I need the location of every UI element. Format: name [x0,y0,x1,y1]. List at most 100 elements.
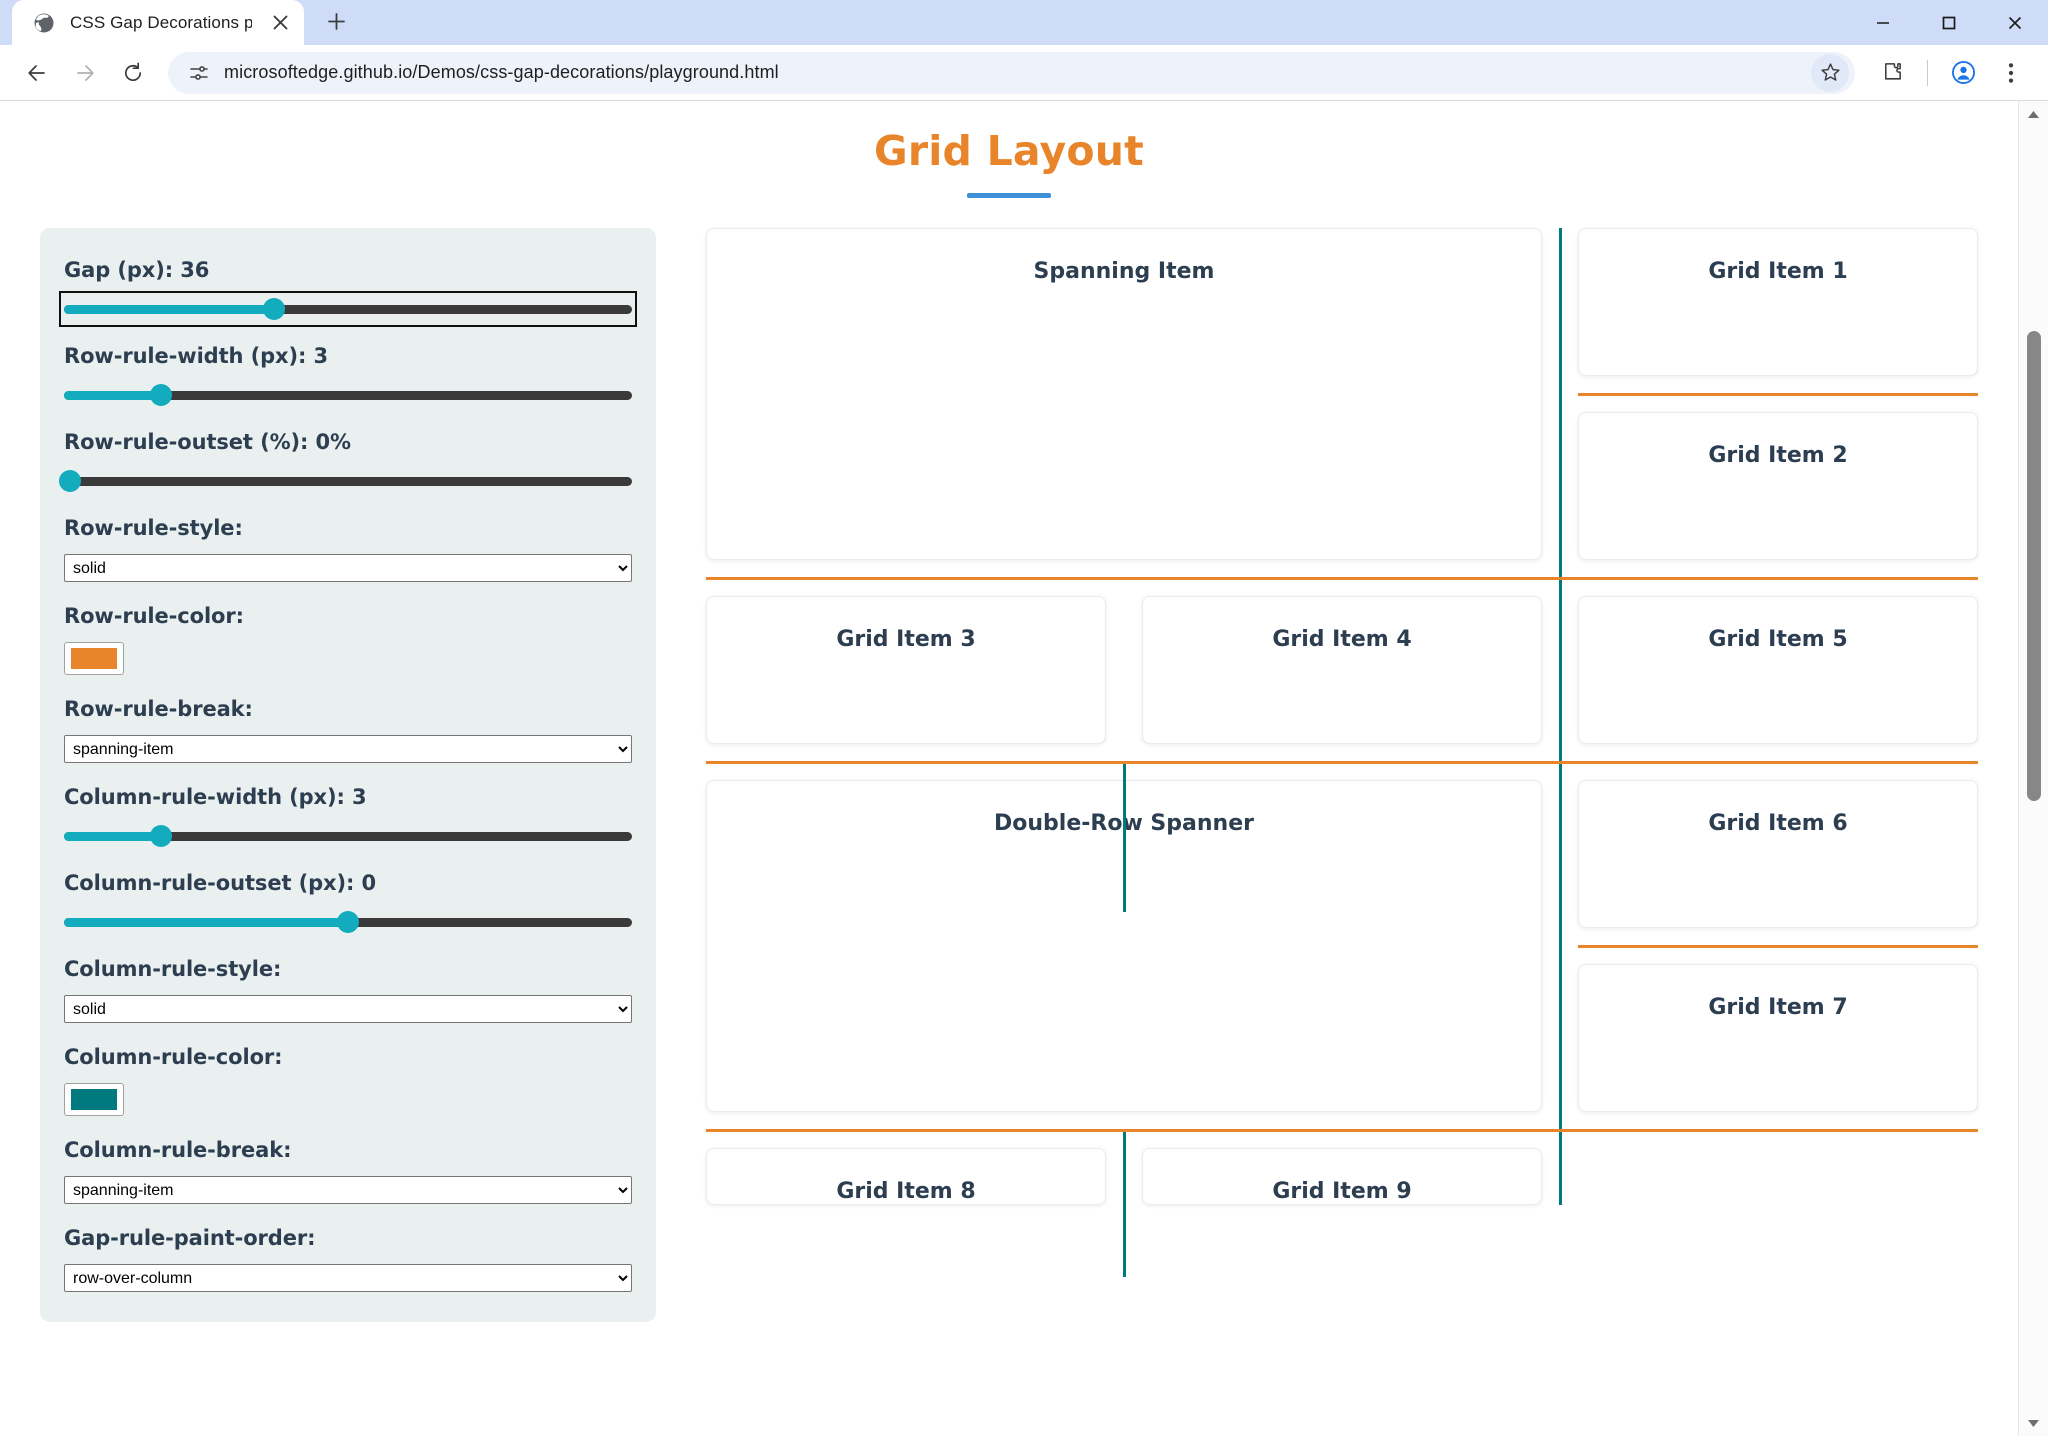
slider-row-rule-width[interactable] [64,382,632,408]
color-picker-row-rule-color[interactable] [64,642,124,675]
row-rule-segment [706,1128,1978,1132]
color-picker-column-rule-color[interactable] [64,1083,124,1116]
grid-item-label: Spanning Item [1033,259,1215,284]
address-bar[interactable]: microsoftedge.github.io/Demos/css-gap-de… [168,51,1855,94]
browser-tab-active[interactable]: CSS Gap Decorations playground [12,0,304,45]
page-title: Grid Layout [874,127,1144,175]
scrollbar-thumb[interactable] [2027,331,2041,801]
slider-thumb[interactable] [337,911,359,933]
page-content: Grid Layout Gap (px): 36 Row-rule-width (… [0,101,2018,1436]
control-column-rule-outset: Column-rule-outset (px): 0 [64,871,632,935]
control-row-rule-break: Row-rule-break: nonespanning-itemintersec… [64,697,632,763]
browser-titlebar: CSS Gap Decorations playground [0,0,2048,45]
control-label-column-rule-outset: Column-rule-outset (px): 0 [64,871,377,895]
grid-item-label: Grid Item 9 [1272,1179,1412,1204]
control-row-rule-width: Row-rule-width (px): 3 [64,344,632,408]
control-label-column-rule-color: Column-rule-color: [64,1045,283,1069]
slider-thumb[interactable] [58,470,81,492]
bookmark-star-icon[interactable] [1811,53,1849,92]
demo-grid: Spanning Item Grid Item 1 Grid Item 2 Grid … [706,228,1978,1277]
control-label-row-rule-color: Row-rule-color: [64,604,244,628]
row-rule-segment [1578,392,1978,396]
page-scrollbar[interactable] [2018,101,2048,1436]
slider-row-rule-outset[interactable] [58,468,632,494]
profile-avatar-icon[interactable] [1940,50,1986,96]
tab-title: CSS Gap Decorations playground [70,12,252,32]
new-tab-button[interactable] [314,0,358,43]
grid-item: Grid Item 5 [1578,596,1978,744]
control-row-rule-color: Row-rule-color: [64,604,632,675]
grid-item: Grid Item 2 [1578,412,1978,560]
tune-site-settings-icon[interactable] [184,58,214,88]
control-label-row-rule-break: Row-rule-break: [64,697,253,721]
maximize-icon[interactable] [1916,0,1982,45]
select-gap-rule-paint-order[interactable]: row-over-columncolumn-over-row [64,1264,632,1292]
select-column-rule-style[interactable]: nonesoliddasheddotteddoublegrooveridgein… [64,995,632,1023]
grid-item: Grid Item 7 [1578,964,1978,1112]
extensions-puzzle-icon[interactable] [1869,50,1915,96]
column-rule-segment [1558,228,1562,1205]
slider-fill [64,917,348,927]
control-column-rule-style: Column-rule-style: nonesoliddasheddottedd… [64,957,632,1023]
control-gap: Gap (px): 36 [59,258,637,327]
control-label-row-rule-outset: Row-rule-outset (%): 0% [64,430,351,454]
window-close-icon[interactable] [1982,0,2048,45]
control-label-column-rule-break: Column-rule-break: [64,1138,292,1162]
grid-item: Spanning Item [706,228,1542,560]
grid-item: Grid Item 1 [1578,228,1978,376]
select-row-rule-break[interactable]: nonespanning-itemintersection [64,735,632,763]
controls-panel: Gap (px): 36 Row-rule-width (px): 3 Row-ru… [40,228,656,1322]
slider-column-rule-outset[interactable] [64,909,632,935]
grid-item-label: Grid Item 2 [1708,443,1848,468]
grid-item-label: Double-Row Spanner [994,811,1254,836]
globe-icon [32,11,56,35]
control-label-column-rule-width: Column-rule-width (px): 3 [64,785,367,809]
slider-column-rule-width[interactable] [64,823,632,849]
slider-fill [64,831,161,841]
grid-demo-area: Spanning Item Grid Item 1 Grid Item 2 Grid … [706,228,1978,1277]
reload-icon[interactable] [110,50,156,96]
row-rule-segment [706,760,1978,764]
grid-item: Grid Item 9 [1142,1148,1542,1205]
grid-item-label: Grid Item 6 [1708,811,1848,836]
slider-fill [64,304,275,314]
title-underline [967,193,1051,198]
grid-item: Grid Item 4 [1142,596,1542,744]
select-column-rule-break[interactable]: nonespanning-itemintersection [64,1176,632,1204]
close-icon[interactable] [266,9,294,37]
url-text: microsoftedge.github.io/Demos/css-gap-de… [224,62,779,82]
toolbar-divider [1927,59,1928,86]
grid-item-label: Grid Item 1 [1708,259,1848,284]
grid-item: Grid Item 6 [1578,780,1978,928]
slider-gap[interactable] [59,291,637,327]
slider-thumb[interactable] [149,384,172,406]
browser-toolbar: microsoftedge.github.io/Demos/css-gap-de… [0,45,2048,100]
column-rule-segment [1122,1128,1126,1277]
control-row-rule-style: Row-rule-style: nonesoliddasheddotteddoub… [64,516,632,582]
slider-fill [64,390,161,400]
scroll-up-arrow-icon[interactable] [2019,101,2048,127]
control-label-gap: Gap (px): 36 [64,258,210,282]
scroll-down-arrow-icon[interactable] [2019,1410,2048,1436]
grid-item: Grid Item 3 [706,596,1106,744]
three-dot-menu-icon[interactable] [1988,50,2034,96]
grid-item-label: Grid Item 8 [836,1179,976,1204]
control-label-row-rule-style: Row-rule-style: [64,516,243,540]
slider-thumb[interactable] [149,825,172,847]
grid-item-label: Grid Item 7 [1708,995,1848,1020]
control-label-row-rule-width: Row-rule-width (px): 3 [64,344,329,368]
select-row-rule-style[interactable]: nonesoliddasheddotteddoublegrooveridgein… [64,554,632,582]
grid-item: Grid Item 8 [706,1148,1106,1205]
control-label-column-rule-style: Column-rule-style: [64,957,282,981]
back-icon[interactable] [14,50,60,96]
slider-thumb[interactable] [263,298,286,320]
grid-item: Double-Row Spanner [706,780,1542,1112]
color-swatch-fill [71,648,117,669]
forward-icon[interactable] [62,50,108,96]
grid-item-label: Grid Item 3 [836,627,976,652]
control-column-rule-width: Column-rule-width (px): 3 [64,785,632,849]
control-row-rule-outset: Row-rule-outset (%): 0% [58,430,632,494]
grid-item-label: Grid Item 5 [1708,627,1848,652]
minimize-icon[interactable] [1850,0,1916,45]
